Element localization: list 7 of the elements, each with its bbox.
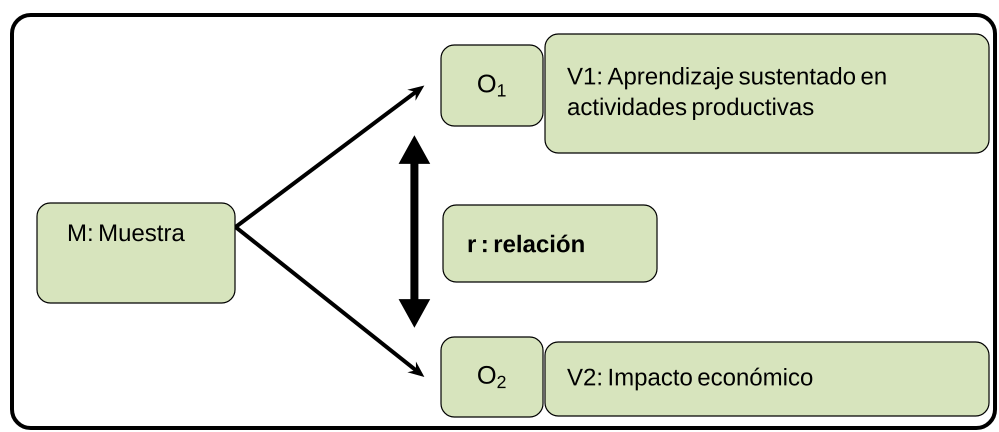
variable-box: V1: Aprendizaje sustentado en actividades productivas [544, 33, 990, 154]
observation-box: O$_{2}$ [440, 336, 544, 418]
relation-box: r : relación [442, 204, 658, 283]
sample-box: M: Muestra [36, 202, 236, 304]
variable-box: V2: Impacto económico [544, 341, 990, 417]
frame [10, 13, 998, 430]
observation-box: O$_{1}$ [440, 44, 544, 127]
